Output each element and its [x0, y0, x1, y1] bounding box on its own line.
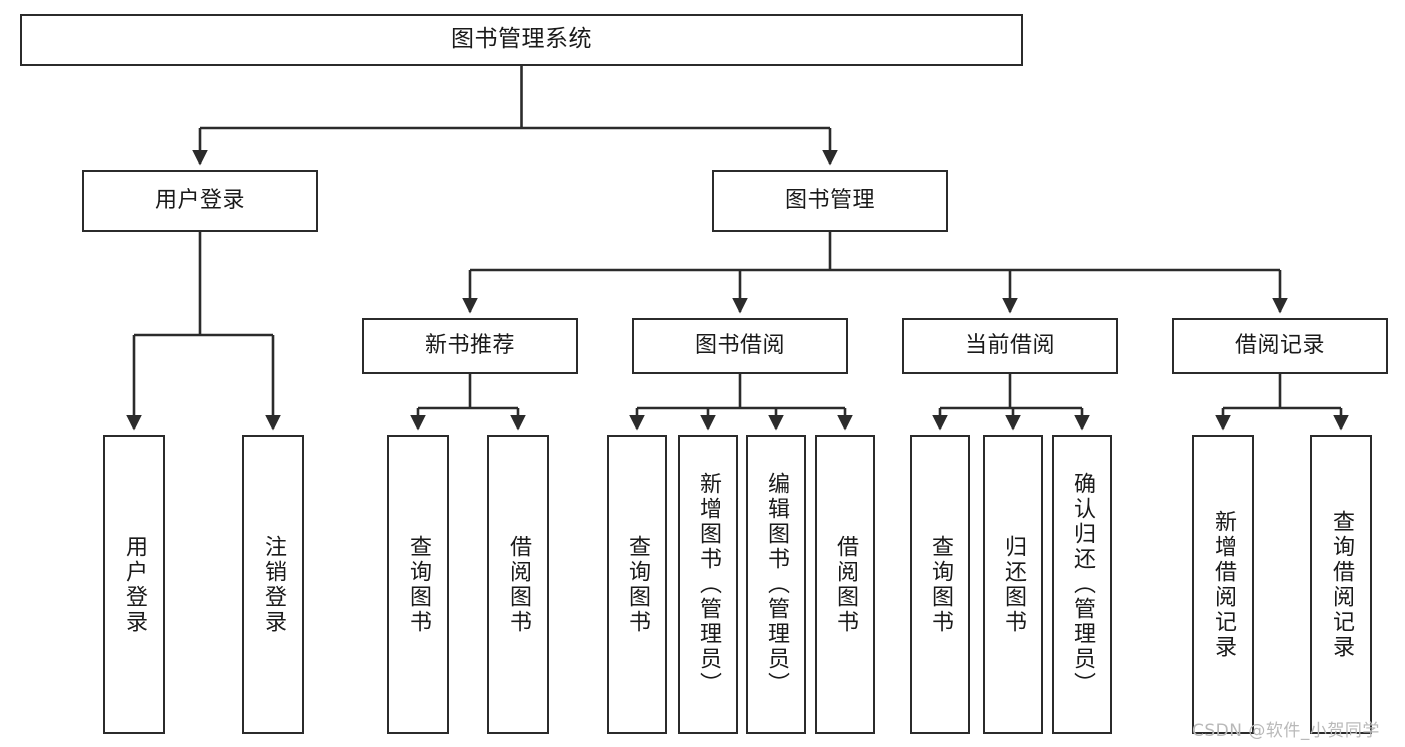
node-leaf-add-record-label: 新增借阅记录 — [1211, 509, 1236, 660]
node-leaf-borrow-book-2-label: 借阅图书 — [833, 534, 858, 635]
node-leaf-borrow-book-1-label: 借阅图书 — [506, 534, 531, 635]
node-leaf-query-record[interactable]: 查询借阅记录 — [1310, 435, 1372, 734]
node-leaf-add-book[interactable]: 新增图书（管理员） — [678, 435, 738, 734]
node-new-book-recommend[interactable]: 新书推荐 — [362, 318, 578, 374]
node-leaf-user-login-label: 用户登录 — [122, 534, 147, 635]
node-leaf-borrow-book-2[interactable]: 借阅图书 — [815, 435, 875, 734]
node-current-borrow-label: 当前借阅 — [964, 332, 1055, 358]
node-user-login-label: 用户登录 — [154, 187, 245, 213]
node-leaf-return-book-label: 归还图书 — [1001, 534, 1026, 635]
node-leaf-query-book-2-label: 查询图书 — [625, 534, 650, 635]
node-leaf-confirm-return[interactable]: 确认归还（管理员） — [1052, 435, 1112, 734]
node-leaf-logout-login-label: 注销登录 — [261, 534, 286, 635]
node-leaf-borrow-book-1[interactable]: 借阅图书 — [487, 435, 549, 734]
node-leaf-query-book-3-label: 查询图书 — [928, 534, 953, 635]
node-new-book-recommend-label: 新书推荐 — [424, 332, 515, 358]
node-leaf-query-book-3[interactable]: 查询图书 — [910, 435, 970, 734]
node-borrow-record-label: 借阅记录 — [1234, 332, 1325, 358]
node-leaf-add-book-label: 新增图书（管理员） — [696, 472, 721, 697]
node-leaf-query-book-2[interactable]: 查询图书 — [607, 435, 667, 734]
node-book-borrow-label: 图书借阅 — [694, 332, 785, 358]
node-leaf-add-record[interactable]: 新增借阅记录 — [1192, 435, 1254, 734]
node-leaf-query-record-label: 查询借阅记录 — [1329, 509, 1354, 660]
node-leaf-edit-book[interactable]: 编辑图书（管理员） — [746, 435, 806, 734]
node-borrow-record[interactable]: 借阅记录 — [1172, 318, 1388, 374]
node-leaf-query-book-1[interactable]: 查询图书 — [387, 435, 449, 734]
node-leaf-edit-book-label: 编辑图书（管理员） — [764, 472, 789, 697]
node-root[interactable]: 图书管理系统 — [20, 14, 1023, 66]
node-leaf-confirm-return-label: 确认归还（管理员） — [1070, 472, 1095, 697]
node-leaf-query-book-1-label: 查询图书 — [406, 534, 431, 635]
node-user-login[interactable]: 用户登录 — [82, 170, 318, 232]
node-leaf-user-login[interactable]: 用户登录 — [103, 435, 165, 734]
watermark-text: CSDN @软件_小贺同学 — [1192, 721, 1380, 741]
node-leaf-logout-login[interactable]: 注销登录 — [242, 435, 304, 734]
node-root-label: 图书管理系统 — [451, 26, 592, 53]
node-book-borrow[interactable]: 图书借阅 — [632, 318, 848, 374]
node-current-borrow[interactable]: 当前借阅 — [902, 318, 1118, 374]
node-book-management[interactable]: 图书管理 — [712, 170, 948, 232]
node-leaf-return-book[interactable]: 归还图书 — [983, 435, 1043, 734]
node-book-management-label: 图书管理 — [784, 187, 875, 213]
